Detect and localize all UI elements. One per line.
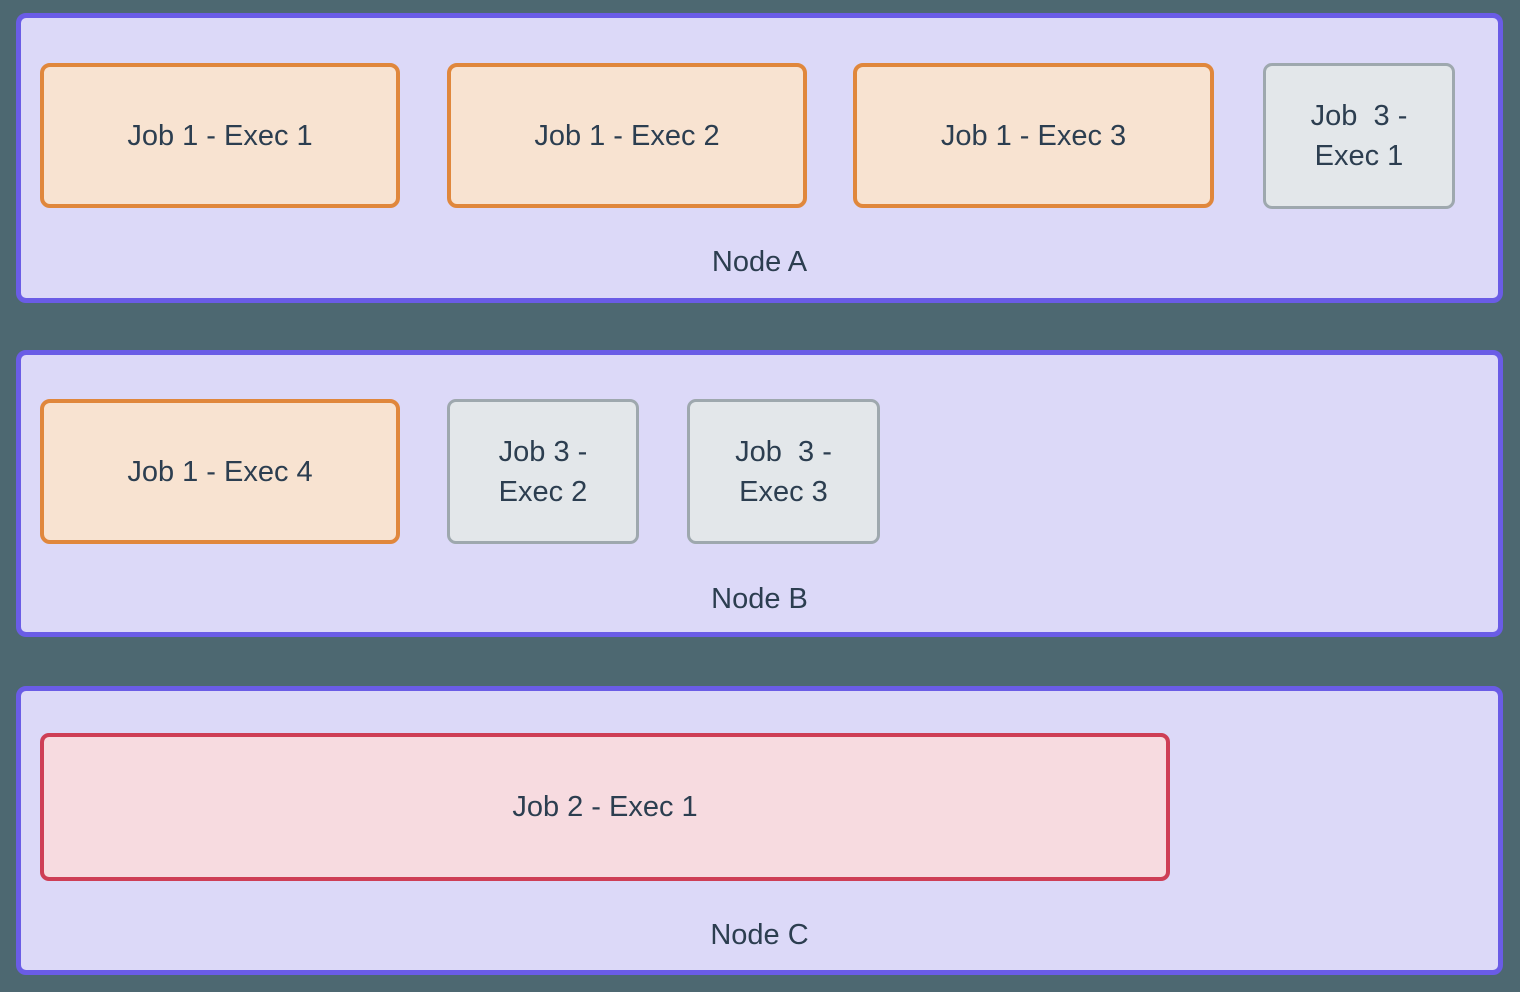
executor-label: Job 2 - Exec 1: [512, 791, 698, 823]
node-b-label: Node B: [711, 583, 808, 615]
node-c-container: Job 2 - Exec 1 Node C: [16, 686, 1503, 975]
executor-job3-exec2: Job 3 - Exec 2: [447, 399, 639, 544]
executor-job3-exec1: Job 3 - Exec 1: [1263, 63, 1455, 209]
node-c-label: Node C: [710, 919, 809, 951]
node-a-label: Node A: [711, 246, 808, 278]
executor-label: Job 1 - Exec 1: [127, 119, 313, 152]
executor-job1-exec3: Job 1 - Exec 3: [853, 63, 1214, 208]
executor-job3-exec3: Job 3 - Exec 3: [687, 399, 880, 544]
executor-label: Job 1 - Exec 4: [127, 455, 313, 488]
executor-label: Job 3 - Exec 1: [1310, 100, 1408, 172]
executor-label: Job 3 - Exec 2: [498, 435, 588, 508]
executor-label: Job 1 - Exec 3: [940, 119, 1127, 152]
executor-job1-exec4: Job 1 - Exec 4: [40, 399, 400, 544]
node-b-container: Job 1 - Exec 4 Job 3 - Exec 2 Job 3 - Ex…: [16, 350, 1503, 637]
executor-label: Job 3 - Exec 3: [735, 435, 832, 508]
node-a-container: Job 1 - Exec 1 Job 1 - Exec 2 Job 1 - Ex…: [16, 13, 1503, 303]
executor-job2-exec1: Job 2 - Exec 1: [40, 733, 1170, 881]
executor-job1-exec2: Job 1 - Exec 2: [447, 63, 807, 208]
executor-job1-exec1: Job 1 - Exec 1: [40, 63, 400, 208]
executor-label: Job 1 - Exec 2: [534, 119, 720, 152]
